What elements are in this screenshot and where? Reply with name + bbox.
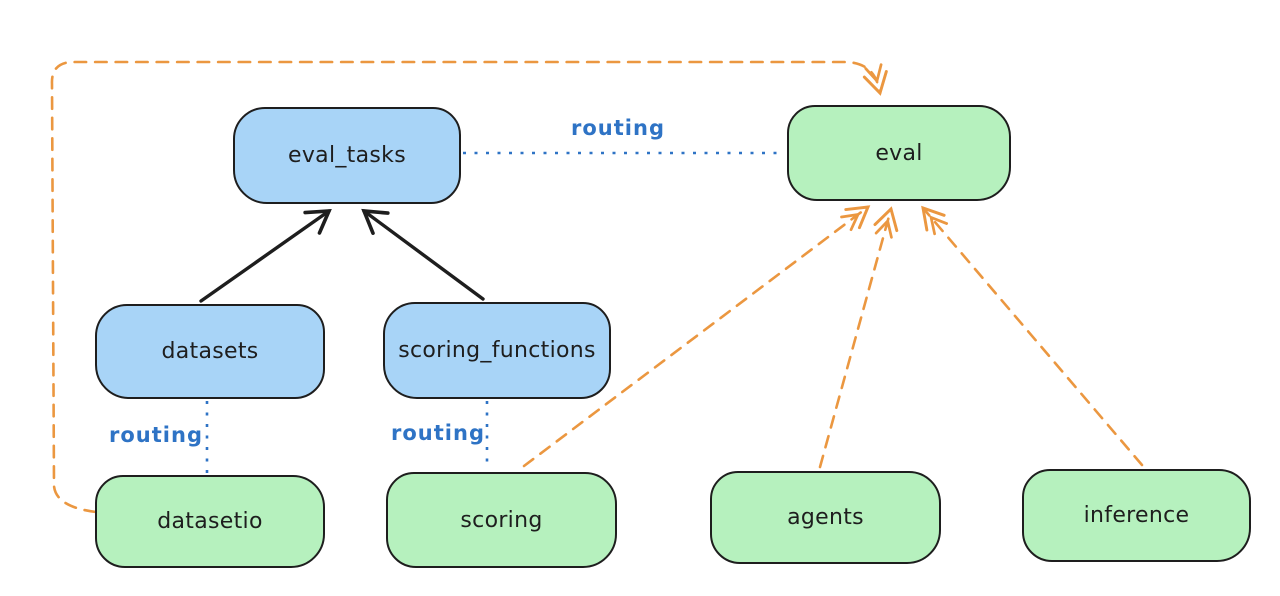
node-scoring-functions: scoring_functions	[383, 302, 611, 399]
node-inference: inference	[1022, 469, 1251, 562]
edge-scoring-functions-to-eval-tasks	[361, 208, 485, 301]
node-eval-label: eval	[875, 140, 923, 166]
edge-agents-to-eval	[818, 206, 899, 469]
edge-datasets-to-eval-tasks	[199, 208, 332, 303]
node-eval-tasks: eval_tasks	[233, 107, 461, 204]
node-agents: agents	[710, 471, 941, 564]
node-agents-label: agents	[787, 505, 864, 530]
routing-label-datasets-datasetio: routing	[109, 423, 203, 447]
edge-datasetio-to-eval	[50, 60, 888, 514]
node-datasets-label: datasets	[161, 339, 259, 364]
node-eval: eval	[787, 105, 1011, 201]
node-datasetio-label: datasetio	[157, 509, 263, 534]
routing-label-scoring-functions-scoring: routing	[391, 421, 485, 445]
node-datasetio: datasetio	[95, 475, 325, 568]
node-datasets: datasets	[95, 304, 325, 399]
node-eval-tasks-label: eval_tasks	[288, 143, 406, 168]
node-scoring-functions-label: scoring_functions	[398, 338, 596, 363]
node-scoring: scoring	[386, 472, 617, 568]
node-scoring-label: scoring	[460, 507, 543, 533]
edge-scoring-to-eval	[522, 205, 871, 468]
node-inference-label: inference	[1083, 503, 1190, 528]
routing-label-eval-tasks-eval: routing	[571, 116, 665, 140]
edge-inference-to-eval	[921, 205, 1144, 467]
